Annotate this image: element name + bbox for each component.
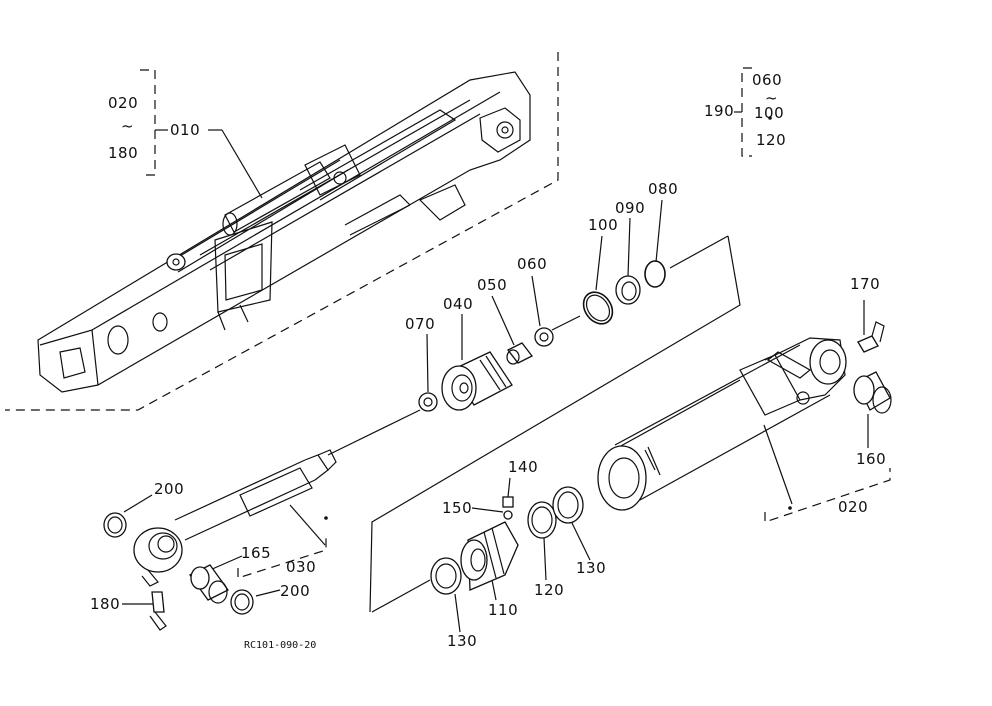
label-070: 070 xyxy=(405,315,436,333)
reference-code: RC101-090-20 xyxy=(244,640,317,651)
label-180: 180 xyxy=(90,595,121,613)
part-160-bushing xyxy=(853,371,892,414)
bracket-190 xyxy=(734,67,772,157)
part-180-grease-fitting xyxy=(149,591,167,631)
part-100-oring xyxy=(582,291,614,325)
label-200-a: 200 xyxy=(154,480,185,498)
label-190: 190 xyxy=(704,102,735,120)
part-130-ring-b xyxy=(552,486,584,524)
part-070-nut xyxy=(418,392,438,412)
label-090: 090 xyxy=(615,199,646,217)
label-200-b: 200 xyxy=(280,582,311,600)
label-100: 100 xyxy=(588,216,619,234)
label-030: 030 xyxy=(286,558,317,576)
label-130-b: 130 xyxy=(576,559,607,577)
label-020: 020 xyxy=(838,498,869,516)
part-110-piston xyxy=(460,521,519,591)
label-170: 170 xyxy=(850,275,881,293)
piston-rod xyxy=(133,449,337,587)
label-150: 150 xyxy=(442,499,473,517)
label-060: 060 xyxy=(517,255,548,273)
part-200-ring-b xyxy=(230,589,254,615)
label-080: 080 xyxy=(648,180,679,198)
part-090-ring xyxy=(615,275,641,305)
label-190-mid: 100 xyxy=(754,104,785,122)
label-190-top: 060 xyxy=(752,71,783,89)
leaders-bottom-center xyxy=(454,477,591,633)
boom-assembly xyxy=(5,52,559,411)
part-040-rod-guide xyxy=(441,351,513,411)
assembly-axis xyxy=(327,235,741,613)
part-165-bushing xyxy=(189,564,229,604)
label-120: 120 xyxy=(534,581,565,599)
part-060-seal xyxy=(534,327,554,347)
leaders-top-center xyxy=(426,199,663,393)
bracket-020-180 xyxy=(140,69,263,199)
label-110: 110 xyxy=(488,601,519,619)
label-165: 165 xyxy=(241,544,272,562)
part-130-ring-a xyxy=(430,557,462,595)
part-120-ring xyxy=(527,501,557,539)
cylinder-tube xyxy=(597,337,847,511)
label-050: 050 xyxy=(477,276,508,294)
part-140-setscrew xyxy=(502,496,514,508)
label-190-tilde: ~ xyxy=(765,89,779,107)
label-140: 140 xyxy=(508,458,539,476)
label-020-range-bottom: 180 xyxy=(108,144,139,162)
leaders-bottom-left xyxy=(122,494,328,605)
label-160: 160 xyxy=(856,450,887,468)
label-040: 040 xyxy=(443,295,474,313)
label-190-bottom: 120 xyxy=(756,131,787,149)
part-200-ring-a xyxy=(103,512,127,538)
part-050-bushing xyxy=(506,342,533,365)
part-170-grease-fitting xyxy=(857,321,885,353)
label-020-range-top: 020 xyxy=(108,94,139,112)
leaders-right xyxy=(763,300,891,523)
part-080-oring xyxy=(644,260,666,288)
label-010: 010 xyxy=(170,121,201,139)
label-130-a: 130 xyxy=(447,632,478,650)
part-150-ball xyxy=(503,510,513,520)
label-020-range-tilde: ~ xyxy=(121,117,135,135)
